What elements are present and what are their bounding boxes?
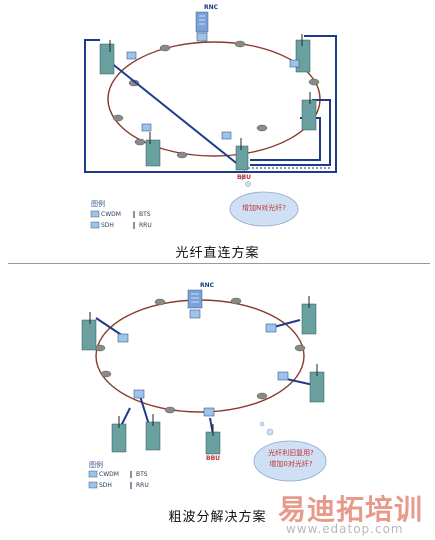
watermark-url: www.edatop.com	[286, 522, 404, 536]
rnc-label: RNC	[204, 4, 219, 11]
bts-building-icon	[81, 303, 325, 455]
fiber-direct-svg	[84, 11, 337, 229]
rnc-label: RNC	[200, 282, 215, 289]
bts-tower-icon	[109, 34, 311, 150]
bubble-question-1: 光纤利旧复用?	[268, 449, 314, 457]
question-cloud	[253, 421, 327, 482]
legend-item-sdh: SDH	[101, 222, 114, 229]
bubble-question: 增加N对光纤?	[242, 204, 286, 212]
bts-tower-icon	[89, 296, 318, 436]
ring-nodes	[94, 297, 306, 414]
legend-item-rru: RRU	[139, 222, 152, 229]
legend-icons	[90, 210, 135, 229]
rnc-building-icon	[195, 11, 209, 33]
bts-building-icon	[99, 39, 317, 171]
legend-item-sdh: SDH	[99, 482, 112, 489]
legend-item-bts: BTS	[136, 471, 148, 478]
bubble-question-2: 增加0对光纤?	[269, 460, 313, 468]
legend-item-cwdm: CWDM	[101, 211, 121, 218]
top-caption: 光纤直连方案	[175, 246, 260, 261]
cwdm-solution-diagram: RNC BBU 图例 CWDM BTS SDH RRU 光纤利旧复用? 增加0对…	[0, 268, 435, 540]
legend-title: 图例	[89, 461, 103, 469]
cwdm-box-icon	[126, 32, 300, 140]
cwdm-solution-svg	[81, 289, 327, 489]
cwdm-box-icon	[117, 309, 289, 417]
legend-icons	[88, 470, 132, 489]
panel-divider	[8, 263, 430, 264]
legend-item-bts: BTS	[139, 211, 151, 218]
question-cloud	[229, 176, 299, 227]
bottom-caption: 粗波分解决方案	[168, 510, 267, 525]
legend-title: 图例	[91, 200, 105, 208]
ring-nodes	[112, 40, 320, 159]
bbu-label: BBU	[237, 174, 252, 181]
bbu-label: BBU	[206, 455, 221, 462]
fiber-direct-diagram: RNC BBU 图例 CWDM BTS SDH RRU 增加N对光纤? 光纤直连…	[0, 0, 435, 262]
watermark-brand: 易迪拓培训	[278, 493, 424, 526]
legend-item-rru: RRU	[136, 482, 149, 489]
legend-item-cwdm: CWDM	[99, 471, 119, 478]
direct-fibers	[84, 35, 337, 173]
rnc-building-icon	[187, 289, 203, 309]
